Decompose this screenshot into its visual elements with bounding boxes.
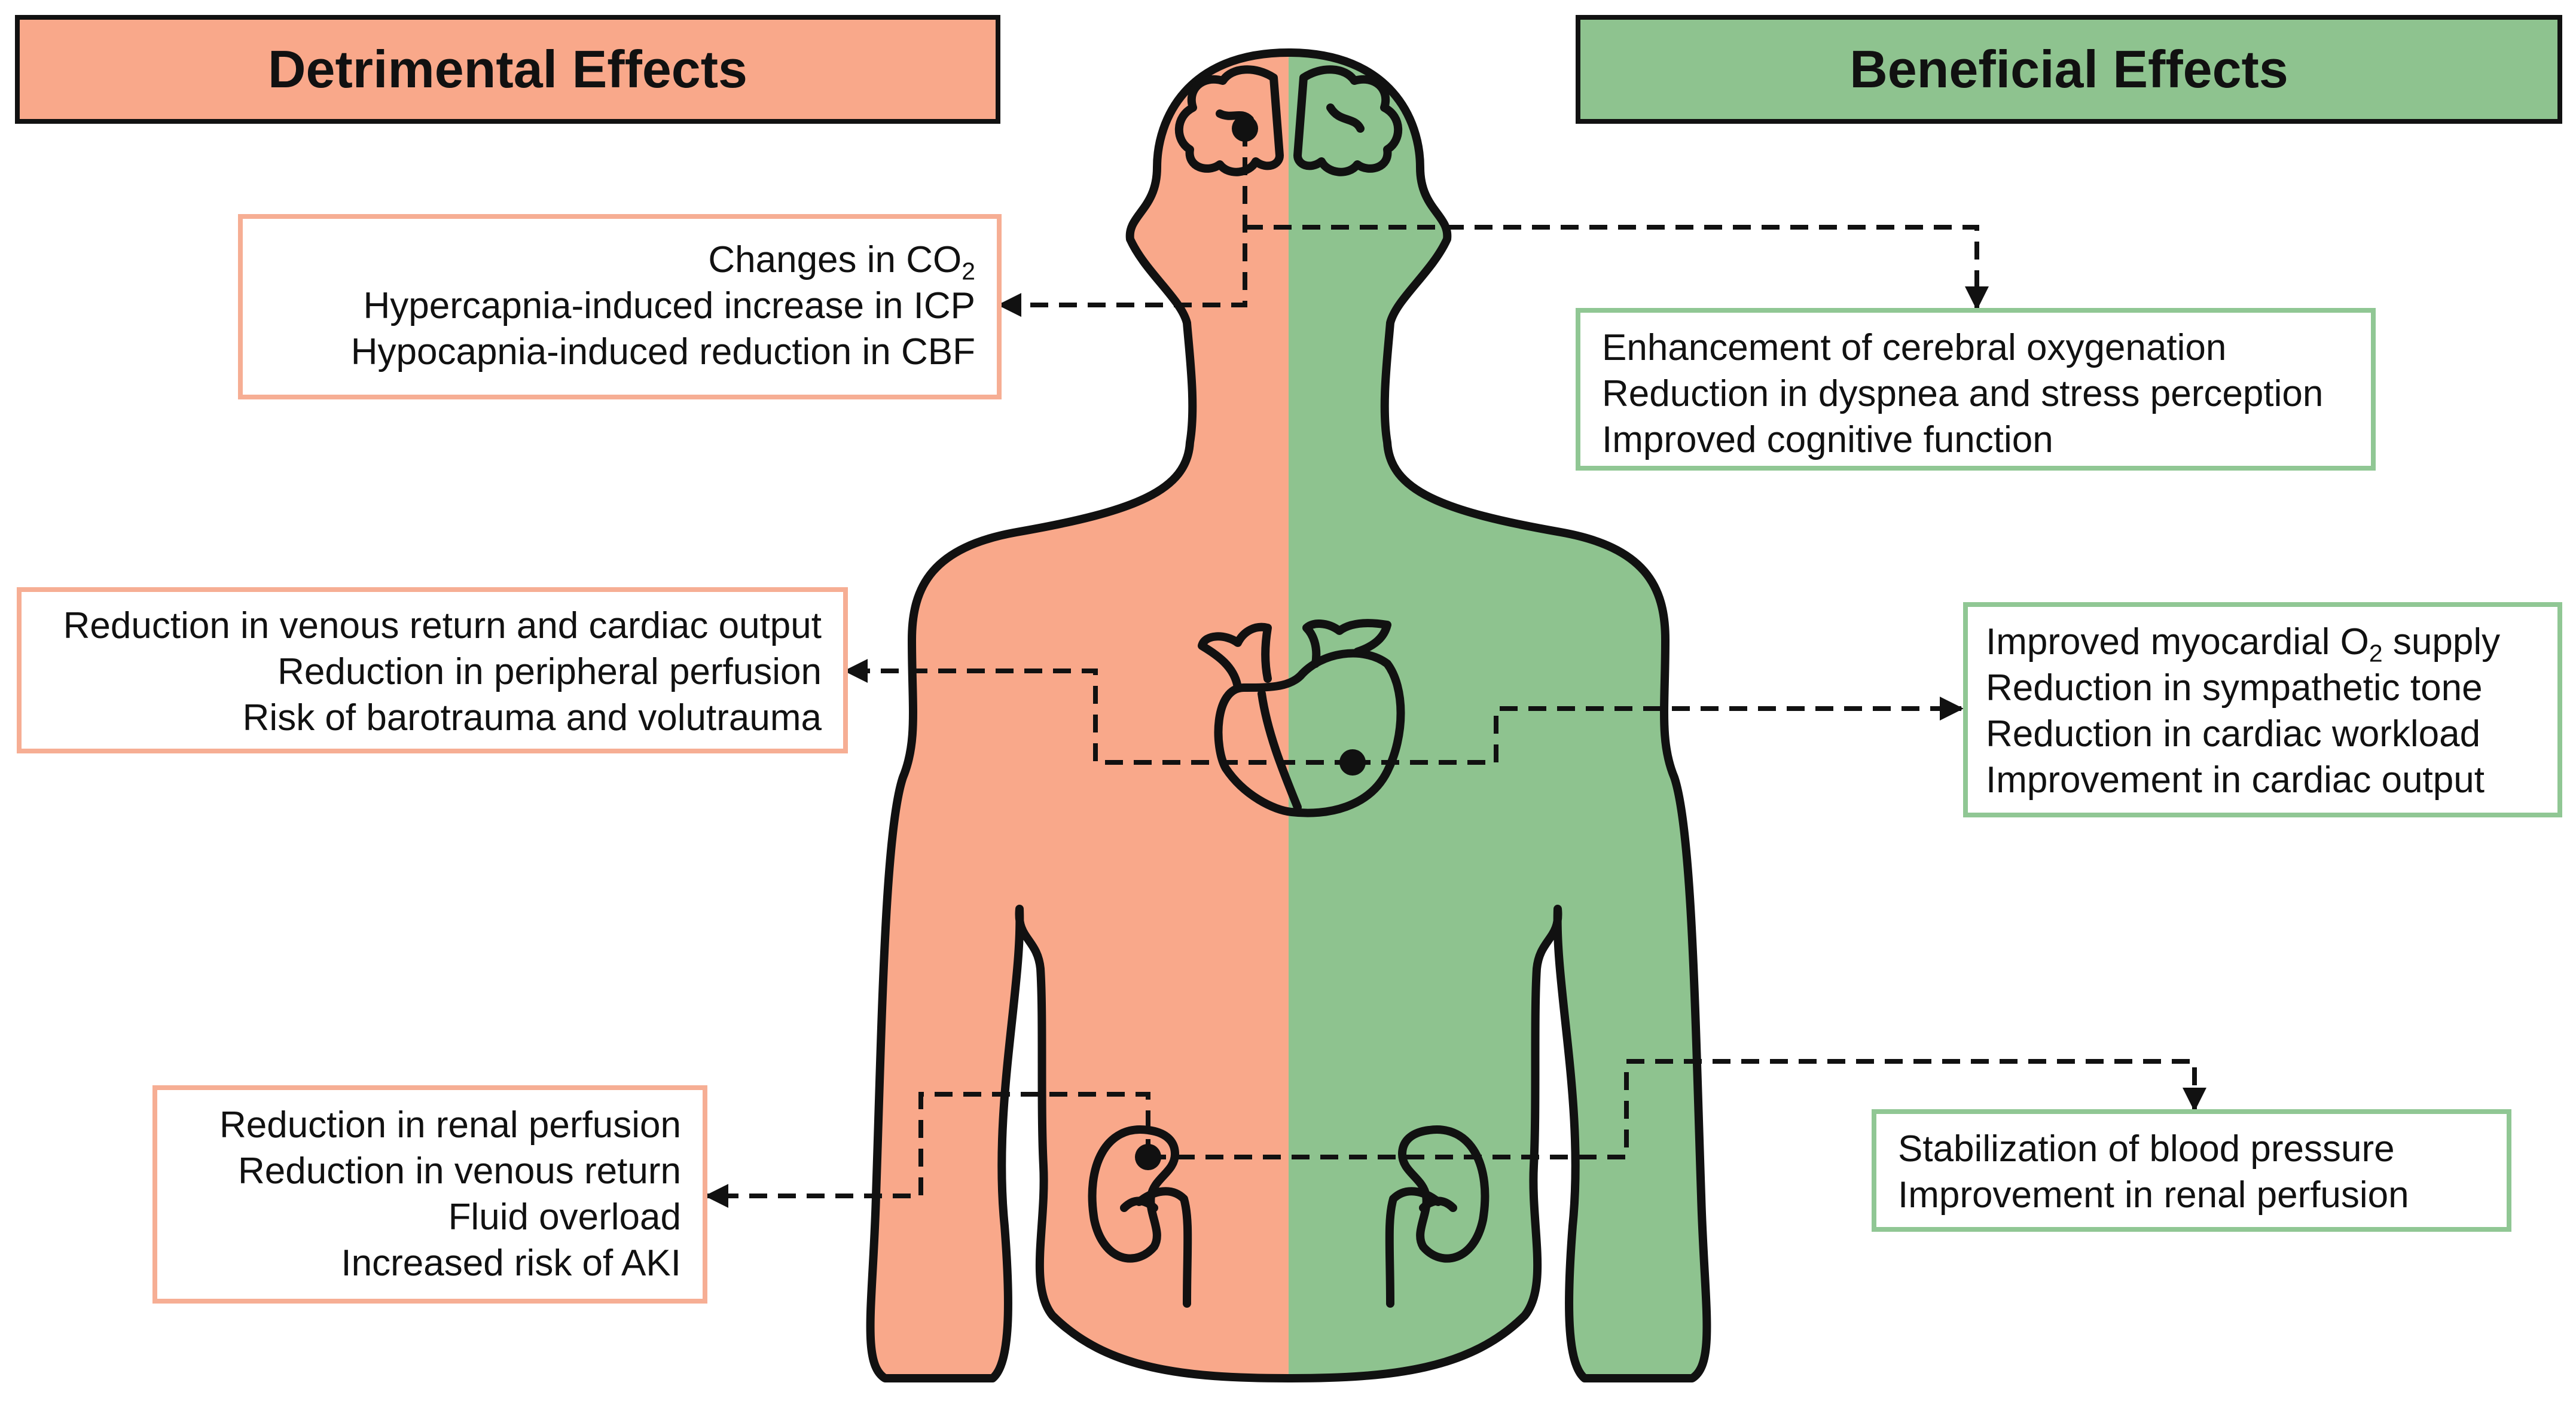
beneficial-effects-header: Beneficial Effects bbox=[1576, 15, 2562, 124]
origin-dot-heart bbox=[1339, 749, 1366, 776]
brain-fold-line bbox=[1326, 103, 1365, 133]
effect-line: Fluid overload bbox=[179, 1194, 681, 1240]
connector-heart-detrimental bbox=[844, 659, 1353, 765]
effect-line: Improved cognitive function bbox=[1602, 417, 2349, 463]
effect-line-text: Reduction in sympathetic tone bbox=[1986, 667, 2483, 709]
effect-line: Reduction in dyspnea and stress percepti… bbox=[1602, 371, 2349, 417]
origin-dot-kidney bbox=[1135, 1144, 1161, 1170]
heart-vessel-right-icon bbox=[1302, 619, 1391, 668]
effect-line-text: Reduction in peripheral perfusion bbox=[277, 651, 822, 692]
effect-line: Reduction in peripheral perfusion bbox=[43, 649, 822, 695]
origin-dot-brain bbox=[1232, 115, 1258, 142]
brain-left-hemisphere-icon bbox=[1174, 65, 1284, 176]
detrimental-effects-header: Detrimental Effects bbox=[15, 15, 1000, 124]
effect-line-text: Improvement in cardiac output bbox=[1986, 759, 2485, 801]
kidney-left-calyx bbox=[1120, 1197, 1158, 1212]
kidney-left-outline bbox=[1088, 1125, 1179, 1263]
effect-line-text: Hypercapnia-induced increase in ICP bbox=[363, 285, 975, 326]
effect-line-subscript: 2 bbox=[962, 257, 975, 285]
effect-line: Hypercapnia-induced increase in ICP bbox=[264, 283, 975, 329]
heart-septum-icon bbox=[1258, 689, 1302, 811]
kidney-right-icon bbox=[1385, 1125, 1490, 1308]
effect-line: Reduction in renal perfusion bbox=[179, 1102, 681, 1148]
effect-line-text: Enhancement of cerebral oxygenation bbox=[1602, 327, 2227, 368]
effect-line-text: Reduction in venous return bbox=[237, 1150, 681, 1192]
connector-kidney-beneficial bbox=[1148, 1059, 2206, 1159]
effect-line: Reduction in venous return and cardiac o… bbox=[43, 603, 822, 649]
connector-heart-beneficial bbox=[1353, 697, 1964, 765]
effect-line: Improvement in cardiac output bbox=[1986, 757, 2536, 803]
kidney-right-hilum bbox=[1385, 1187, 1442, 1308]
beneficial-effects-title: Beneficial Effects bbox=[1849, 39, 2288, 99]
kidney-left-icon bbox=[1088, 1125, 1192, 1308]
heart-vessel-left-icon bbox=[1198, 622, 1272, 692]
connector-brain-beneficial bbox=[1245, 225, 1989, 310]
detrimental-effects-title: Detrimental Effects bbox=[267, 39, 747, 99]
effect-line-subscript: 2 bbox=[2369, 639, 2383, 667]
effect-line: Enhancement of cerebral oxygenation bbox=[1602, 325, 2349, 371]
effect-line: Increased risk of AKI bbox=[179, 1240, 681, 1286]
torso-outline bbox=[866, 48, 1711, 1382]
heart-icon bbox=[1198, 619, 1405, 817]
effect-line-text: Fluid overload bbox=[448, 1197, 681, 1238]
effect-line-text: Hypocapnia-induced reduction in CBF bbox=[350, 331, 975, 373]
kidney-right-outline bbox=[1398, 1125, 1490, 1263]
kidney-left-hilum bbox=[1135, 1187, 1192, 1308]
effect-line: Reduction in sympathetic tone bbox=[1986, 665, 2536, 711]
torso-left-half bbox=[870, 53, 1289, 1378]
torso-right-half bbox=[1289, 53, 1707, 1378]
brain-right-hemisphere-icon bbox=[1293, 65, 1403, 176]
heart-detrimental-box: Reduction in venous return and cardiac o… bbox=[17, 587, 848, 753]
effect-line: Stabilization of blood pressure bbox=[1898, 1126, 2485, 1172]
effect-line: Improvement in renal perfusion bbox=[1898, 1172, 2485, 1218]
heart-body-icon bbox=[1214, 649, 1405, 817]
effect-line-text: Increased risk of AKI bbox=[341, 1243, 681, 1284]
effect-line: Reduction in cardiac workload bbox=[1986, 711, 2536, 757]
brain-icon bbox=[1174, 65, 1403, 176]
effect-line: Reduction in venous return bbox=[179, 1148, 681, 1194]
effect-line-text: Reduction in cardiac workload bbox=[1986, 713, 2481, 755]
effect-line: Risk of barotrauma and volutrauma bbox=[43, 695, 822, 741]
effect-line-text: Risk of barotrauma and volutrauma bbox=[242, 697, 822, 738]
effect-line-text: Reduction in venous return and cardiac o… bbox=[63, 605, 822, 646]
connector-kidney-detrimental bbox=[704, 1092, 1150, 1208]
effect-line-text: Reduction in renal perfusion bbox=[219, 1104, 681, 1146]
effect-line: Changes in CO2 bbox=[264, 237, 975, 283]
effect-line: Hypocapnia-induced reduction in CBF bbox=[264, 329, 975, 375]
effect-line-text: Improved myocardial O bbox=[1986, 621, 2369, 663]
effect-line: Improved myocardial O2 supply bbox=[1986, 619, 2536, 667]
kidney-right-calyx bbox=[1419, 1197, 1457, 1212]
connector-brain-detrimental bbox=[997, 129, 1247, 317]
effect-line-text-suffix: supply bbox=[2382, 621, 2501, 663]
effect-line-text: Improved cognitive function bbox=[1602, 419, 2053, 460]
effect-line-text: Stabilization of blood pressure bbox=[1898, 1128, 2395, 1170]
effect-line-text: Improvement in renal perfusion bbox=[1898, 1174, 2409, 1216]
effect-line-text: Changes in CO bbox=[708, 239, 962, 280]
torso-silhouette bbox=[866, 48, 1711, 1382]
effect-line-text: Reduction in dyspnea and stress percepti… bbox=[1602, 373, 2324, 414]
